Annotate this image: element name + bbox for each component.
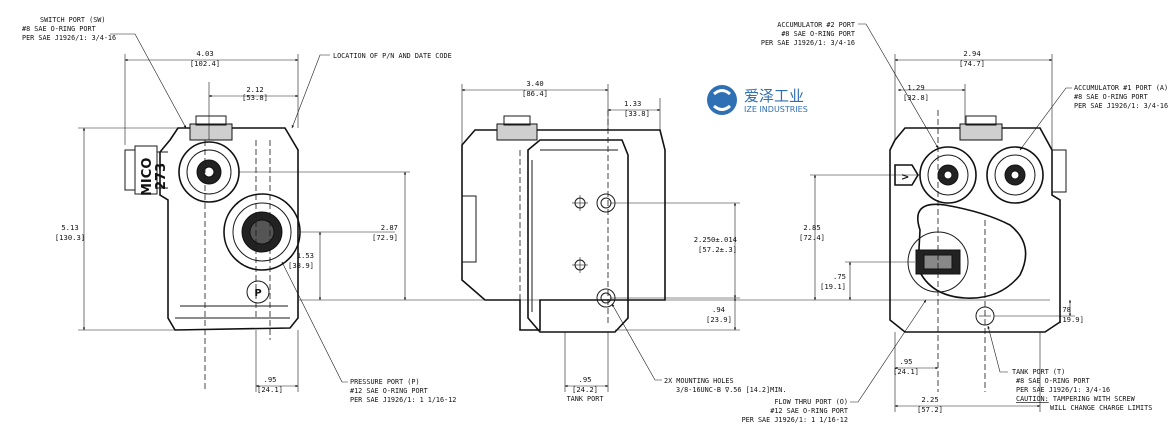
location-note: LOCATION OF P/N AND DATE CODE xyxy=(333,52,452,60)
right-view: > 2.94 [74.7] 1.29 [32.8] 2 xyxy=(742,21,1169,424)
caution-word: CAUTION: xyxy=(1016,395,1049,403)
dim-72-4: [72.4] xyxy=(799,233,825,242)
dim-24-2: [24.2] xyxy=(572,385,598,394)
caution-line: CAUTION: TAMPERING WITH SCREW xyxy=(1016,395,1136,403)
dim-0-75: .75 xyxy=(833,272,846,281)
dim-0-94: .94 xyxy=(712,305,725,314)
dim-4-03: 4.03 xyxy=(196,49,213,58)
dim-130-3: [130.3] xyxy=(55,233,85,242)
dim-24-1-right: [24.1] xyxy=(893,367,919,376)
dim-2-94: 2.94 xyxy=(963,49,980,58)
dim-23-9: [23.9] xyxy=(706,315,732,324)
dim-53-8: [53.8] xyxy=(242,93,268,102)
dim-19-9: [19.9] xyxy=(1058,315,1084,324)
mounting-holes-spec: 3/8-16UNC-B ∇.56 [14.2]MIN. xyxy=(676,386,787,394)
switch-port-title: SWITCH PORT (SW) xyxy=(40,16,105,24)
tank-port-spec: #8 SAE O-RING PORT xyxy=(1016,377,1090,385)
dim-86-4: [86.4] xyxy=(522,89,548,98)
mounting-holes-title: 2X MOUNTING HOLES xyxy=(664,377,734,385)
flow-port-title: FLOW THRU PORT (O) xyxy=(774,398,848,406)
pressure-port-spec: #12 SAE O-RING PORT xyxy=(350,387,428,395)
dim-2-250: 2.250±.014 xyxy=(694,235,737,244)
body-mark-mico: MICO xyxy=(140,158,155,196)
pressure-port-std: PER SAE J1926/1: 1 1/16-12 xyxy=(350,396,456,404)
dim-2-12: 2.12 xyxy=(246,85,263,94)
caution-text-2: WILL CHANGE CHARGE LIMITS xyxy=(1050,404,1152,412)
left-view: P MICO 273 4.03 [102.4] 2.12 [53.8] 5.13… xyxy=(22,16,456,404)
dim-33-8: [33.8] xyxy=(624,109,650,118)
center-view: 3.40 [86.4] 1.33 [33.8] 2.87 [72.9] 2.25… xyxy=(238,79,1050,403)
dim-74-7: [74.7] xyxy=(959,59,985,68)
dim-38-9: [38.9] xyxy=(288,261,314,270)
caution-text-1: TAMPERING WITH SCREW xyxy=(1049,395,1136,403)
dim-5-13: 5.13 xyxy=(61,223,78,232)
dim-72-9: [72.9] xyxy=(372,233,398,242)
dim-102-4: [102.4] xyxy=(190,59,220,68)
dim-0-95-left: .95 xyxy=(264,375,277,384)
tank-port-label: TANK PORT xyxy=(567,395,604,403)
pressure-port-title: PRESSURE PORT (P) xyxy=(350,378,420,386)
dim-1-29: 1.29 xyxy=(907,83,924,92)
ize-logo: 爱泽工业 IZE INDUSTRIES xyxy=(707,85,808,115)
acc2-port-spec: #8 SAE O-RING PORT xyxy=(781,30,855,38)
dim-1-33: 1.33 xyxy=(624,99,641,108)
dim-19-1-right: [19.1] xyxy=(820,282,846,291)
acc2-port-title: ACCUMULATOR #2 PORT xyxy=(777,21,855,29)
dim-1-53: 1.53 xyxy=(297,251,314,260)
dim-0-95-right: .95 xyxy=(900,357,913,366)
flow-port-spec: #12 SAE O-RING PORT xyxy=(770,407,848,415)
dim-0-95-center: .95 xyxy=(579,375,592,384)
switch-port-std: PER SAE J1926/1: 3/4-16 xyxy=(22,34,116,42)
dim-2-85: 2.85 xyxy=(803,223,820,232)
tank-port-std: PER SAE J1926/1: 3/4-16 xyxy=(1016,386,1110,394)
acc1-port-std: PER SAE J1926/1: 3/4-16 xyxy=(1074,102,1168,110)
acc2-port-std: PER SAE J1926/1: 3/4-16 xyxy=(761,39,855,47)
acc1-port-spec: #8 SAE O-RING PORT xyxy=(1074,93,1148,101)
port-letter-p: P xyxy=(254,288,261,299)
dim-57-2: [57.2±.3] xyxy=(698,245,737,254)
flow-port-std: PER SAE J1926/1: 1 1/16-12 xyxy=(742,416,848,424)
dim-2-87: 2.87 xyxy=(381,223,398,232)
acc1-port-title: ACCUMULATOR #1 PORT (A) xyxy=(1074,84,1168,92)
dim-32-8: [32.8] xyxy=(903,93,929,102)
logo-brand-en: IZE INDUSTRIES xyxy=(744,105,808,114)
flow-arrow-mark: > xyxy=(901,172,909,183)
dim-57-2-right: [57.2] xyxy=(917,405,943,414)
tank-port-title: TANK PORT (T) xyxy=(1012,368,1065,376)
logo-brand-cn: 爱泽工业 xyxy=(744,87,804,105)
body-mark-273: 273 xyxy=(154,163,169,190)
dim-24-1-left: [24.1] xyxy=(257,385,283,394)
switch-port-spec: #8 SAE O-RING PORT xyxy=(22,25,96,33)
dim-3-40: 3.40 xyxy=(526,79,543,88)
dim-0-78: .78 xyxy=(1058,305,1071,314)
dim-2-25: 2.25 xyxy=(921,395,938,404)
